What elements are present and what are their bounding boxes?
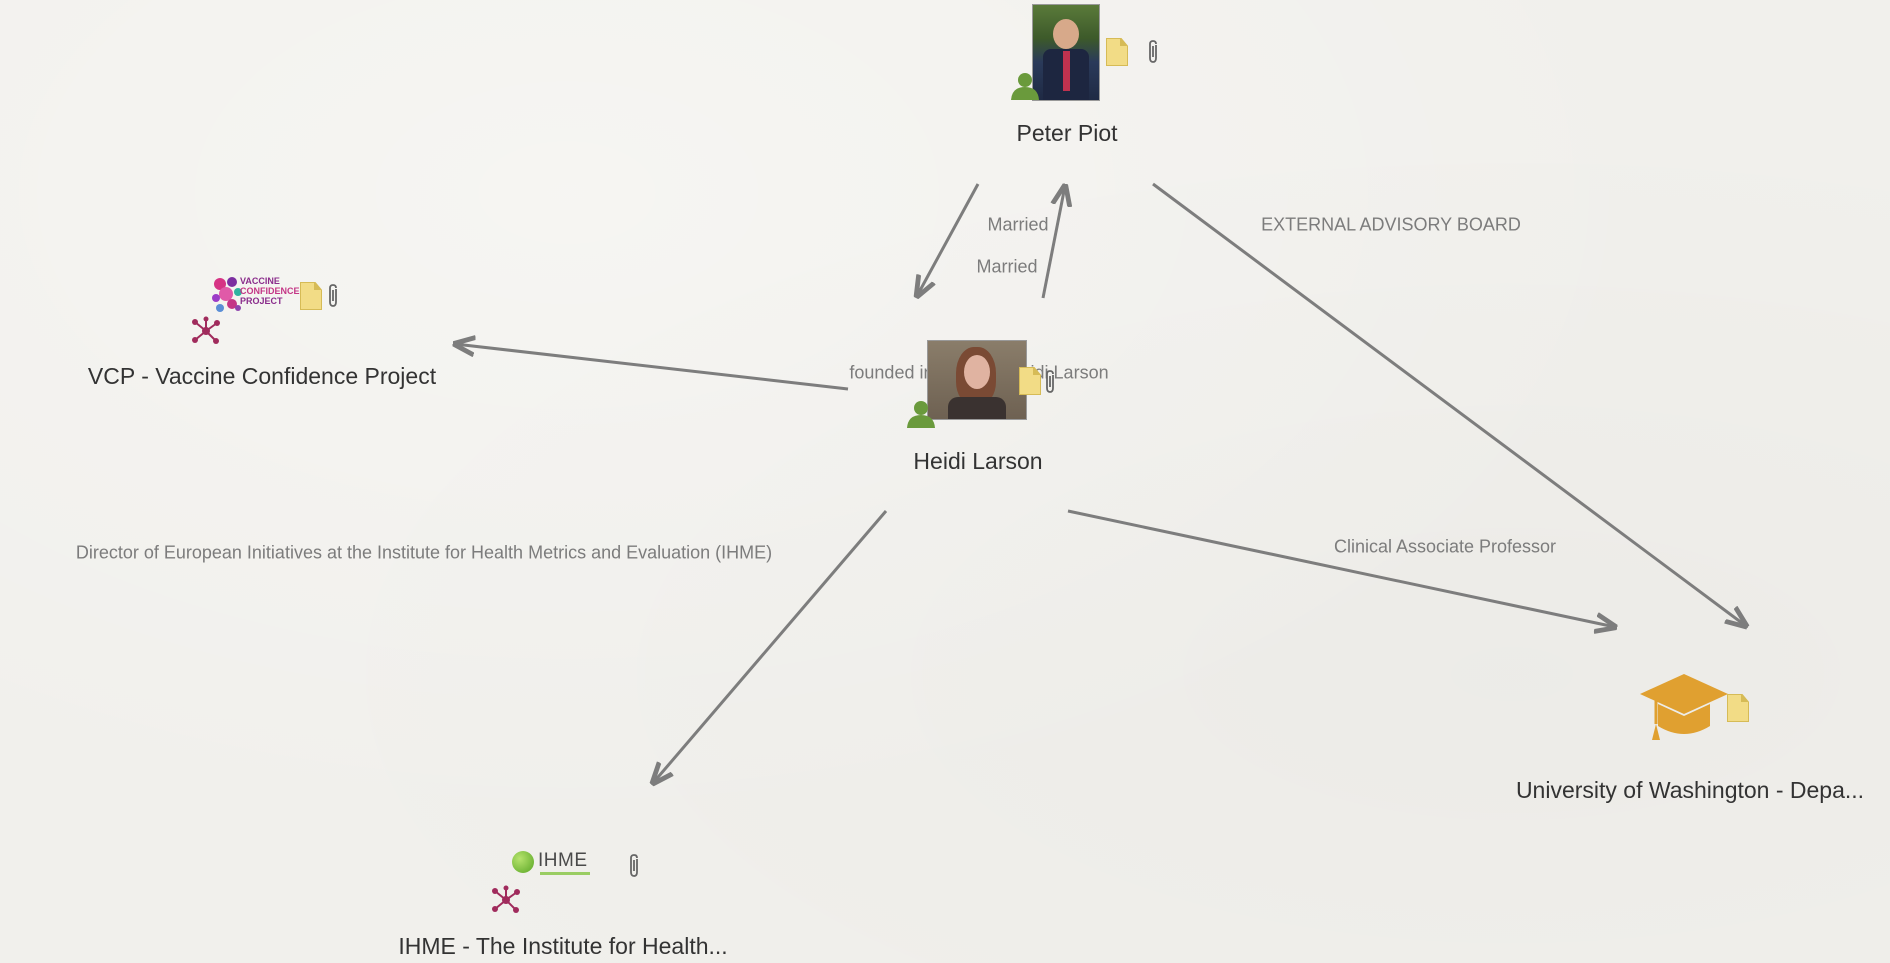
vcp-logo-line-1: VACCINE xyxy=(240,276,280,286)
graduation-cap-icon xyxy=(1640,674,1728,740)
paperclip-icon[interactable] xyxy=(1045,370,1057,394)
note-icon[interactable] xyxy=(1106,38,1128,66)
node-label-peter-piot: Peter Piot xyxy=(1016,120,1118,146)
ihme-logo-text: IHME xyxy=(538,850,588,871)
edge-label-married-2: Married xyxy=(976,256,1038,277)
node-label-heidi-larson: Heidi Larson xyxy=(913,448,1043,474)
ihme-logo: IHME xyxy=(512,848,602,880)
node-label-university-of-washington: University of Washington - Depa... xyxy=(1515,777,1865,803)
edge-clinical[interactable] xyxy=(1067,509,1615,627)
person-icon xyxy=(1011,73,1039,100)
edge-label-director: Director of European Initiatives at the … xyxy=(75,542,773,563)
paperclip-icon[interactable] xyxy=(629,854,641,878)
person-icon xyxy=(907,401,935,428)
vcp-logo: VACCINE CONFIDENCE PROJECT xyxy=(210,272,302,320)
paperclip-icon[interactable] xyxy=(1148,40,1160,64)
network-icon xyxy=(492,885,520,913)
note-icon[interactable] xyxy=(1727,694,1749,722)
edge-label-married-1: Married xyxy=(987,214,1049,235)
edge-label-clinical: Clinical Associate Professor xyxy=(1333,536,1557,557)
edge-label-external-advisory: EXTERNAL ADVISORY BOARD xyxy=(1261,214,1521,235)
edge-external-advisory[interactable] xyxy=(1152,182,1746,626)
node-label-vcp: VCP - Vaccine Confidence Project xyxy=(87,363,437,389)
heidi-larson-photo xyxy=(927,340,1027,420)
edge-married-down[interactable] xyxy=(917,183,980,296)
node-label-ihme: IHME - The Institute for Health... xyxy=(398,933,728,959)
edge-married-up[interactable] xyxy=(1041,186,1065,299)
vcp-logo-line-2: CONFIDENCE xyxy=(240,286,300,296)
note-icon[interactable] xyxy=(1019,367,1041,395)
network-icon xyxy=(192,316,220,344)
paperclip-icon[interactable] xyxy=(328,284,340,308)
vcp-logo-line-3: PROJECT xyxy=(240,296,283,306)
peter-piot-photo xyxy=(1032,4,1100,101)
edge-director[interactable] xyxy=(653,510,888,783)
note-icon[interactable] xyxy=(300,282,322,310)
edge-founded[interactable] xyxy=(455,344,849,391)
